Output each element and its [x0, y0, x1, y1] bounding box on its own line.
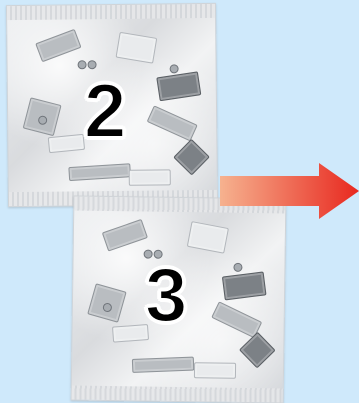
stud	[233, 263, 242, 272]
right-arrow-icon	[220, 163, 359, 219]
brick	[48, 134, 85, 153]
brick	[239, 332, 276, 369]
stud	[88, 60, 97, 69]
brick	[116, 32, 158, 64]
brick	[132, 357, 194, 373]
bag-number-3: 3	[145, 258, 187, 334]
stud	[170, 64, 179, 73]
brick	[112, 324, 149, 343]
brick	[68, 163, 131, 181]
stud	[38, 116, 47, 125]
brick	[156, 71, 201, 101]
brick	[35, 29, 81, 62]
bag-seal-top	[7, 4, 215, 20]
brick	[187, 221, 229, 254]
brick	[194, 362, 236, 379]
brick	[147, 105, 198, 141]
bag-number-2: 2	[84, 74, 126, 150]
brick	[173, 139, 210, 176]
stud	[78, 60, 87, 69]
brick	[129, 169, 171, 185]
bag-seal-bottom	[72, 386, 283, 403]
brick	[222, 271, 267, 300]
brick	[102, 219, 148, 252]
stud	[103, 303, 112, 312]
